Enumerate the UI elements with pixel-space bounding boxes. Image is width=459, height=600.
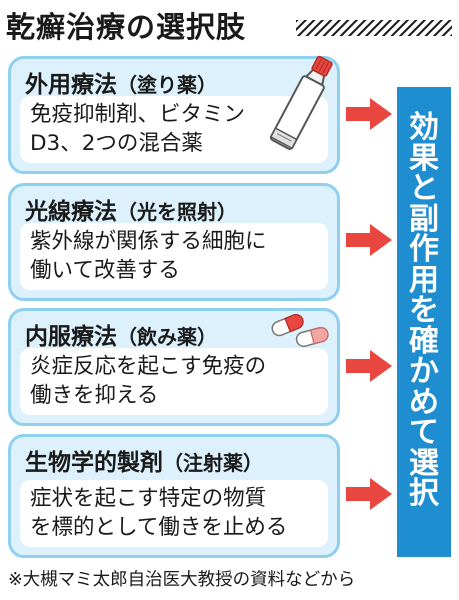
arrow-right-icon (346, 350, 392, 382)
treatment-name: 光線療法 (25, 199, 117, 225)
card-title: 外用療法（塗り薬） (25, 65, 217, 99)
treatment-note: （光を照射） (117, 200, 237, 224)
capsule-pills-icon (271, 313, 329, 348)
page-title: 乾癬治療の選択肢 (6, 10, 247, 44)
arrow-right-icon (346, 98, 392, 130)
description-line: を標的として働きを止める (30, 515, 288, 540)
description-line: 働きを抑える (30, 383, 159, 408)
card-description: 炎症反応を起こす免疫の 働きを抑える (20, 348, 328, 415)
description-line: 症状を起こす特定の物質 (30, 486, 267, 511)
treatment-note: （飲み薬） (117, 325, 217, 349)
card-description: 症状を起こす特定の物質 を標的として働きを止める (20, 480, 328, 547)
conclusion-box: 効 果 と 副 作 用 を 確 か め て 選 択 (397, 87, 451, 557)
card-title: 生物学的製剤（注射薬） (25, 443, 263, 477)
title-band: 乾癬治療の選択肢 (0, 0, 459, 50)
arrow-right-icon (346, 224, 392, 256)
card-title: 内服療法（飲み薬） (25, 317, 217, 351)
ointment-tube-icon (269, 55, 333, 150)
title-stripe-decoration (296, 20, 452, 36)
card-title: 光線療法（光を照射） (25, 192, 237, 226)
treatment-name: 内服療法 (25, 324, 117, 350)
treatment-card-phototherapy: 光線療法（光を照射） 紫外線が関係する細胞に 働いて改善する (8, 183, 340, 301)
treatment-note: （注射薬） (163, 451, 263, 475)
treatment-name: 外用療法 (25, 72, 117, 98)
treatment-note: （塗り薬） (117, 73, 217, 97)
card-description: 紫外線が関係する細胞に 働いて改善する (20, 223, 328, 290)
treatment-name: 生物学的製剤 (25, 450, 163, 476)
conclusion-text: 効 果 と 副 作 用 を 確 か め て 選 択 (409, 110, 439, 511)
description-line: 紫外線が関係する細胞に (30, 229, 267, 254)
source-footnote: ※大槻マミ太郎自治医大教授の資料などから (8, 570, 356, 590)
arrow-right-icon (346, 478, 392, 510)
description-line: 働いて改善する (30, 258, 180, 283)
description-line: 炎症反応を起こす免疫の (30, 354, 267, 379)
treatment-card-biologics: 生物学的製剤（注射薬） 症状を起こす特定の物質 を標的として働きを止める (8, 434, 340, 558)
description-line: 免疫抑制剤、ビタミン (30, 102, 246, 127)
description-line: D3、2つの混合薬 (30, 131, 203, 156)
